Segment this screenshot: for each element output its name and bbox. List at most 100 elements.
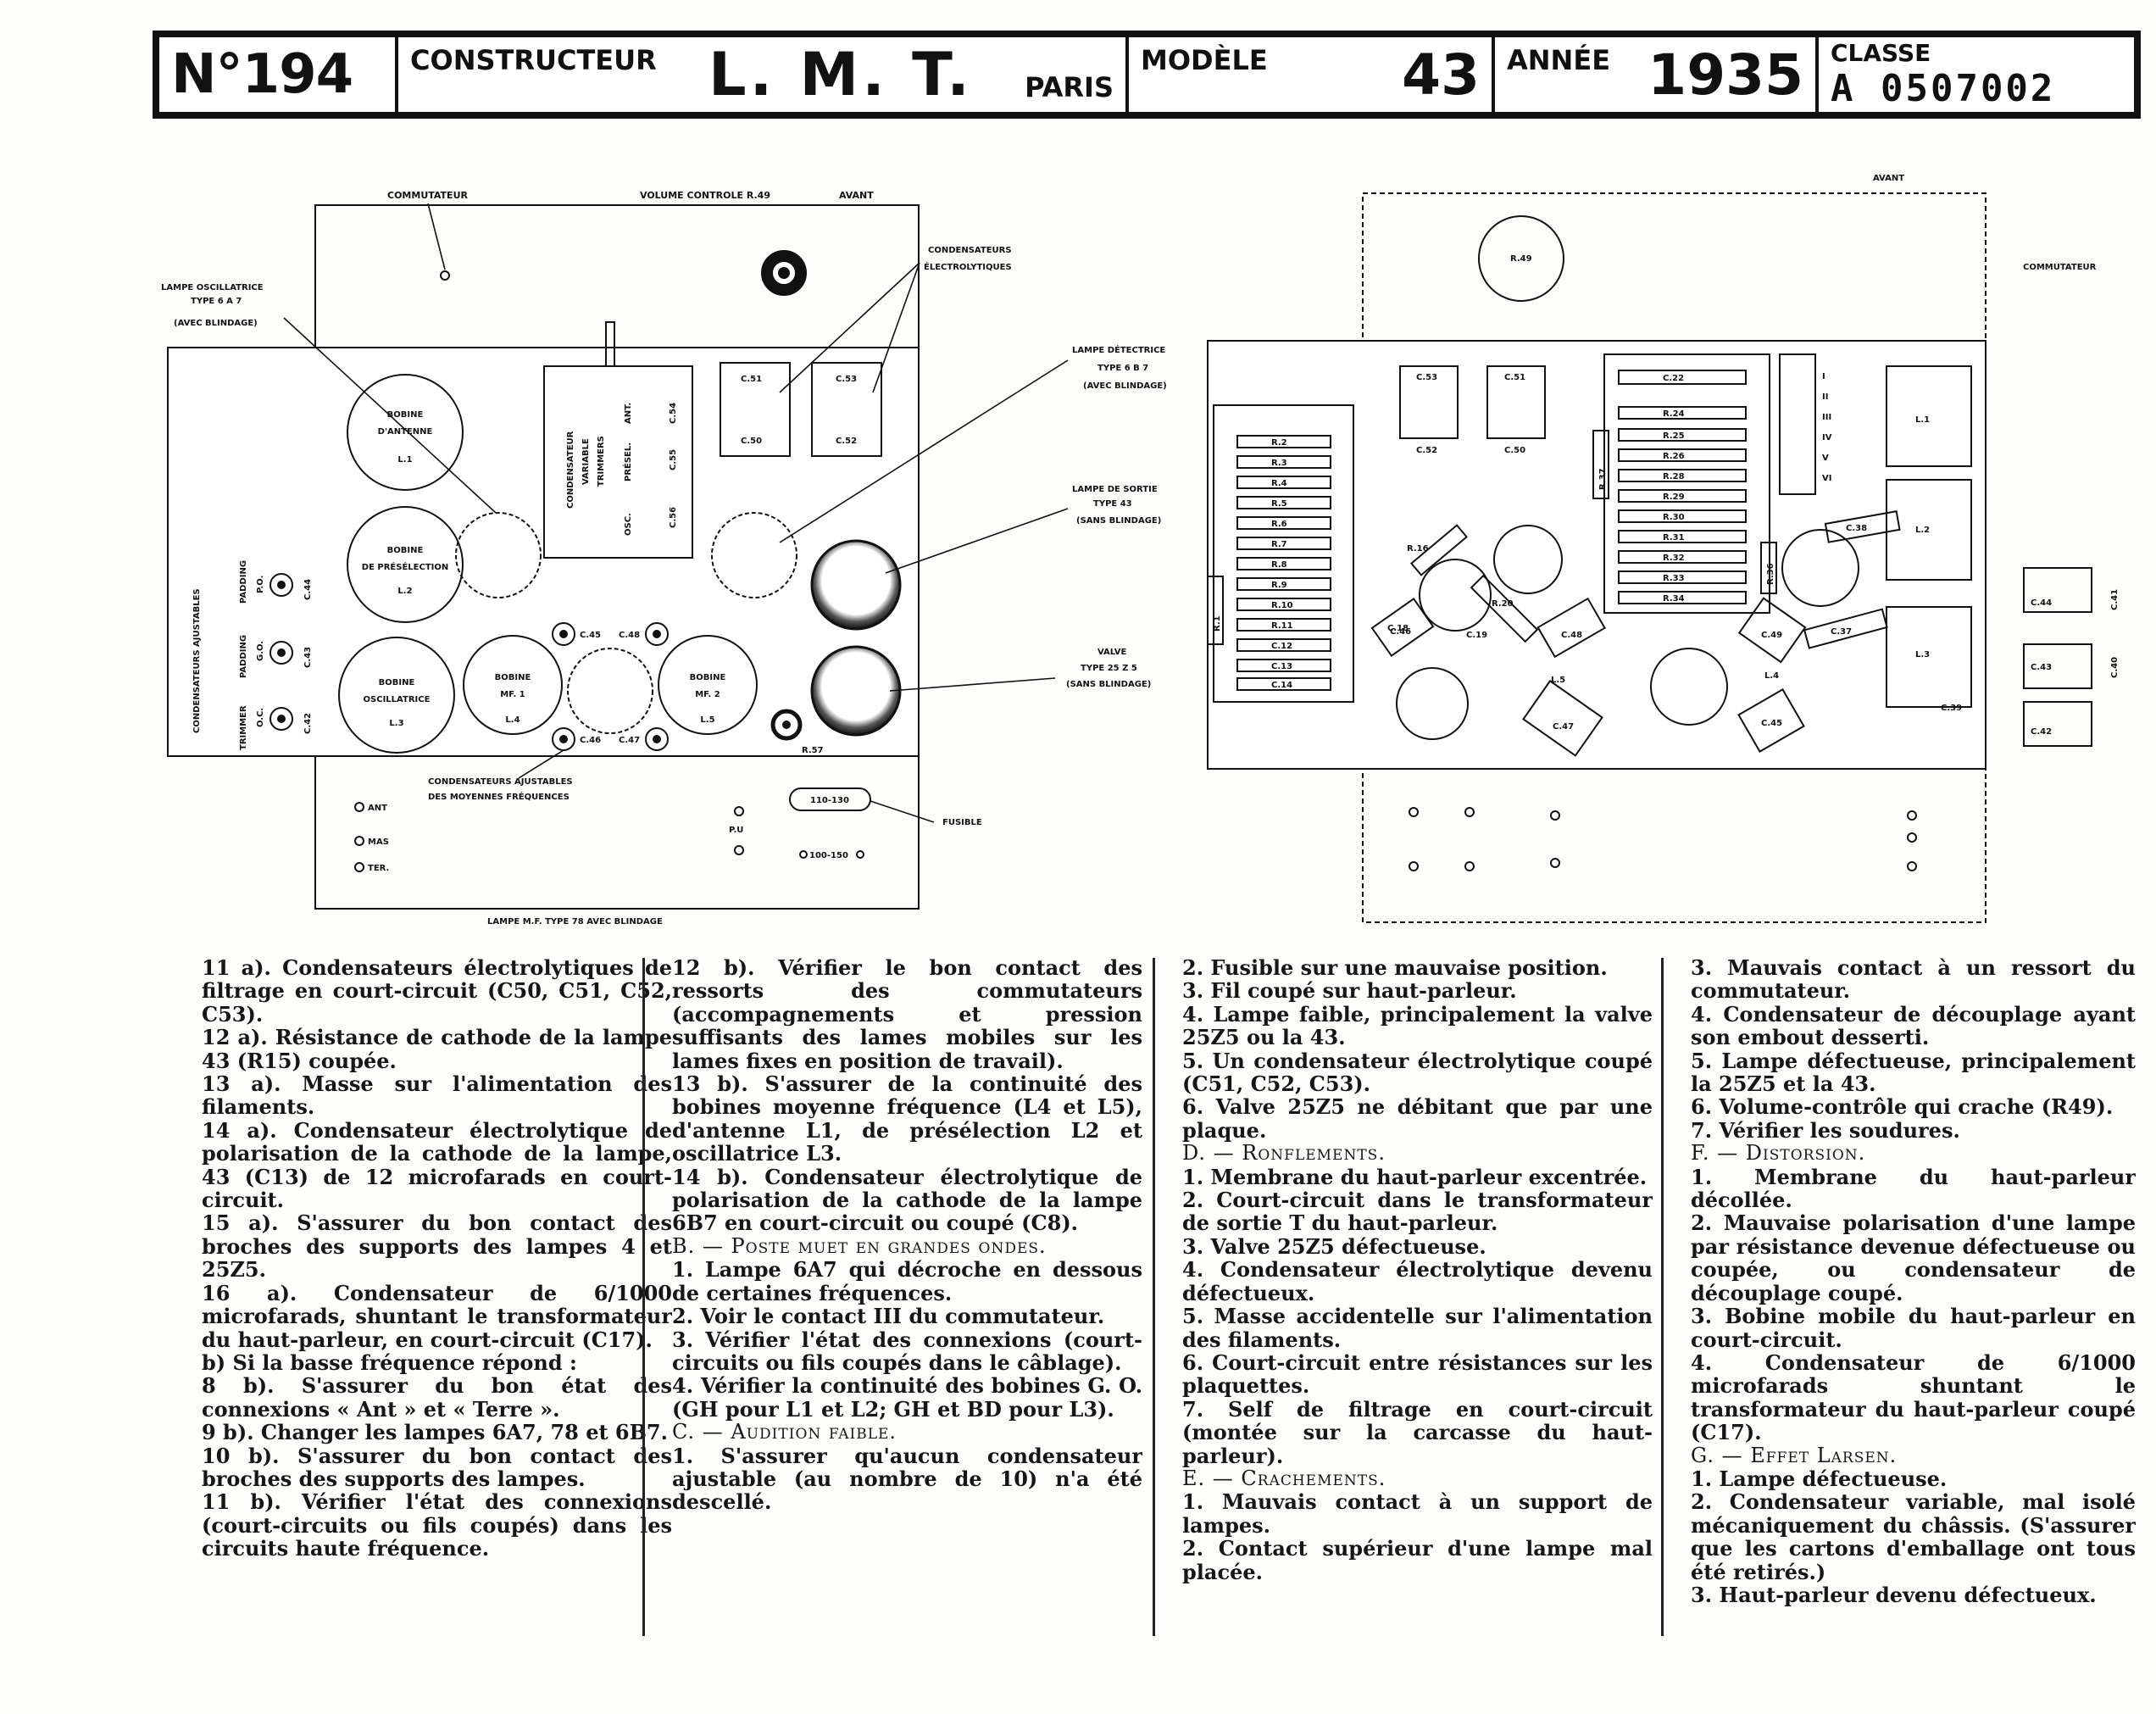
constructeur-city: PARIS (1025, 71, 1114, 103)
checklist-item: 1. Lampe 6A7 qui décroche en dessous de … (672, 1257, 1142, 1305)
rlbl-r24: R.24 (1663, 409, 1685, 419)
checklist-item: 3. Bobine mobile du haut-parleur en cour… (1691, 1304, 2136, 1352)
center-board-resistors (1618, 370, 1747, 604)
coil-l4-text-2: MF. 1 (500, 690, 525, 699)
switch-mark-4: IV (1822, 433, 1832, 442)
side-go: G.O. (256, 641, 265, 661)
rlbl-c12: C.12 (1271, 642, 1292, 651)
rlbl-commutateur: COMMUTATEUR (2023, 263, 2097, 272)
rlbl-c14: C.14 (1271, 681, 1292, 690)
coil-l5-text-2: MF. 2 (695, 690, 720, 699)
rlbl-r4: R.4 (1271, 479, 1287, 488)
cap-c44: C.44 (303, 579, 313, 600)
cap-c42: C.42 (303, 713, 313, 734)
cap-c53-c52 (811, 362, 882, 457)
checklist-item: 4. Condensateur de découplage ayant son … (1691, 1001, 2136, 1050)
rlbl-l1: L.1 (1915, 415, 1930, 425)
rlbl-r33: R.33 (1663, 574, 1685, 583)
lbl-valve-2: TYPE 25 Z 5 (1081, 664, 1137, 673)
cap-c48-bottom (1536, 597, 1606, 659)
rlbl-c22: C.22 (1663, 374, 1684, 383)
checklist-item: 1. Mauvais contact à un support de lampe… (1182, 1489, 1653, 1538)
rlbl-c43: C.43 (2031, 663, 2052, 672)
res-r16 (1409, 524, 1469, 576)
coil-l2 (347, 506, 464, 623)
checklist-item: b) Si la basse fréquence répond : (202, 1349, 577, 1375)
sheet-number: N°194 (159, 37, 398, 112)
checklist-item: 3. Vérifier l'état des connexions (court… (672, 1327, 1142, 1375)
coil-l1 (347, 374, 464, 491)
rlbl-l3: L.3 (1915, 650, 1930, 659)
coil-l3 (338, 637, 455, 754)
fuse-holder (789, 787, 871, 811)
rlbl-r29: R.29 (1663, 492, 1685, 502)
cap-c45: C.45 (580, 631, 601, 640)
cap-c51: C.51 (741, 375, 762, 384)
socket-tube-3 (1396, 667, 1469, 740)
checklist-item: 2. Fusible sur une mauvaise position. (1182, 956, 1608, 980)
tube-6b7 (711, 512, 797, 598)
cap-c45-bottom (1737, 687, 1805, 754)
rlbl-r28: R.28 (1663, 472, 1685, 481)
tube-43 (810, 539, 902, 631)
checklist-item: 10 b). S'assurer du bon contact des broc… (202, 1443, 672, 1491)
resistor-board-left (1213, 404, 1354, 703)
rlbl-r30: R.30 (1663, 513, 1685, 522)
socket-tube-4 (1650, 648, 1728, 726)
lbl-lampe-mf: LAMPE M.F. TYPE 78 AVEC BLINDAGE (487, 917, 663, 927)
lbl-osc-2: TYPE 6 A 7 (191, 297, 242, 306)
rlbl-r5: R.5 (1271, 499, 1287, 509)
checklist-item: 2. Court-circuit dans le transformateur … (1182, 1188, 1653, 1236)
checklist-item: 2. Condensateur variable, mal isolé méca… (1691, 1489, 2136, 1584)
cap-c18 (1370, 598, 1435, 657)
socket-tube-2 (1419, 559, 1492, 632)
rlbl-r11: R.11 (1271, 621, 1293, 631)
section-heading: E. — Crachements. (1182, 1466, 1386, 1490)
checklist-item: 14 a). Condensateur électrolytique de po… (202, 1117, 672, 1213)
text-column-3: 2. Fusible sur une mauvaise position.3. … (1182, 956, 1653, 1702)
checklist-item: 3. Fil coupé sur haut-parleur. (1182, 978, 1517, 1004)
left-board-resistors (1236, 435, 1331, 691)
rlbl-r8: R.8 (1271, 560, 1287, 570)
checklist-item: 2. Mauvaise polarisation d'une lampe par… (1691, 1210, 2136, 1305)
cap-c37 (1803, 608, 1888, 649)
text-column-1: 11 a). Condensateurs électrolytiques de … (202, 956, 672, 1702)
cv-label-3: TRIMMERS (597, 436, 606, 487)
rlbl-c37: C.37 (1831, 627, 1852, 637)
term-pu: P.U (729, 826, 743, 835)
lbl-sortie-1: LAMPE DE SORTIE (1072, 485, 1158, 494)
cap-c38 (1824, 510, 1901, 543)
rlbl-c52: C.52 (1416, 446, 1437, 455)
cap-c50: C.50 (741, 437, 762, 446)
cap-c51-c50 (720, 362, 791, 457)
checklist-item: 1. Membrane du haut-parleur excentrée. (1182, 1164, 1648, 1189)
term-ant: ANT (368, 804, 387, 813)
rlbl-c40: C.40 (2110, 657, 2120, 678)
coil-socket-l1 (1886, 365, 1972, 467)
rlbl-c50: C.50 (1504, 446, 1525, 455)
side-oc: O.C. (256, 708, 265, 727)
rlbl-r16: R.16 (1407, 544, 1429, 554)
rlbl-c46: C.46 (1390, 627, 1411, 637)
checklist-item: 3. Mauvais contact à un ressort du commu… (1691, 956, 2136, 1004)
switch-mark-3: III (1822, 413, 1831, 422)
coil-l5 (658, 635, 758, 735)
coil-l3-text-1: BOBINE (379, 678, 415, 687)
lbl-mf-caps-1: CONDENSATEURS AJUSTABLES (428, 777, 573, 787)
checklist-item: 11 b). Vérifier l'état des connexions (c… (202, 1489, 672, 1561)
rlbl-c53: C.53 (1416, 373, 1437, 382)
switch-mark-1: I (1822, 372, 1825, 381)
cap-c44-c41 (2023, 567, 2092, 613)
cv-presel: PRÉSEL. (622, 442, 633, 481)
volume-pot-r49 (1478, 215, 1564, 302)
side-padding-1: PADDING (239, 560, 248, 604)
tube-25z5 (810, 645, 902, 737)
rlbl-avant: AVANT (1873, 174, 1904, 183)
checklist-item: 1. Lampe défectueuse. (1691, 1466, 1948, 1491)
res-r36 (1760, 542, 1777, 594)
rlbl-r6: R.6 (1271, 520, 1287, 529)
column-divider-3 (1661, 958, 1664, 1636)
term-ter: TER. (368, 864, 389, 873)
rlbl-c49: C.49 (1761, 631, 1782, 640)
commutateur-pivot (440, 270, 450, 281)
